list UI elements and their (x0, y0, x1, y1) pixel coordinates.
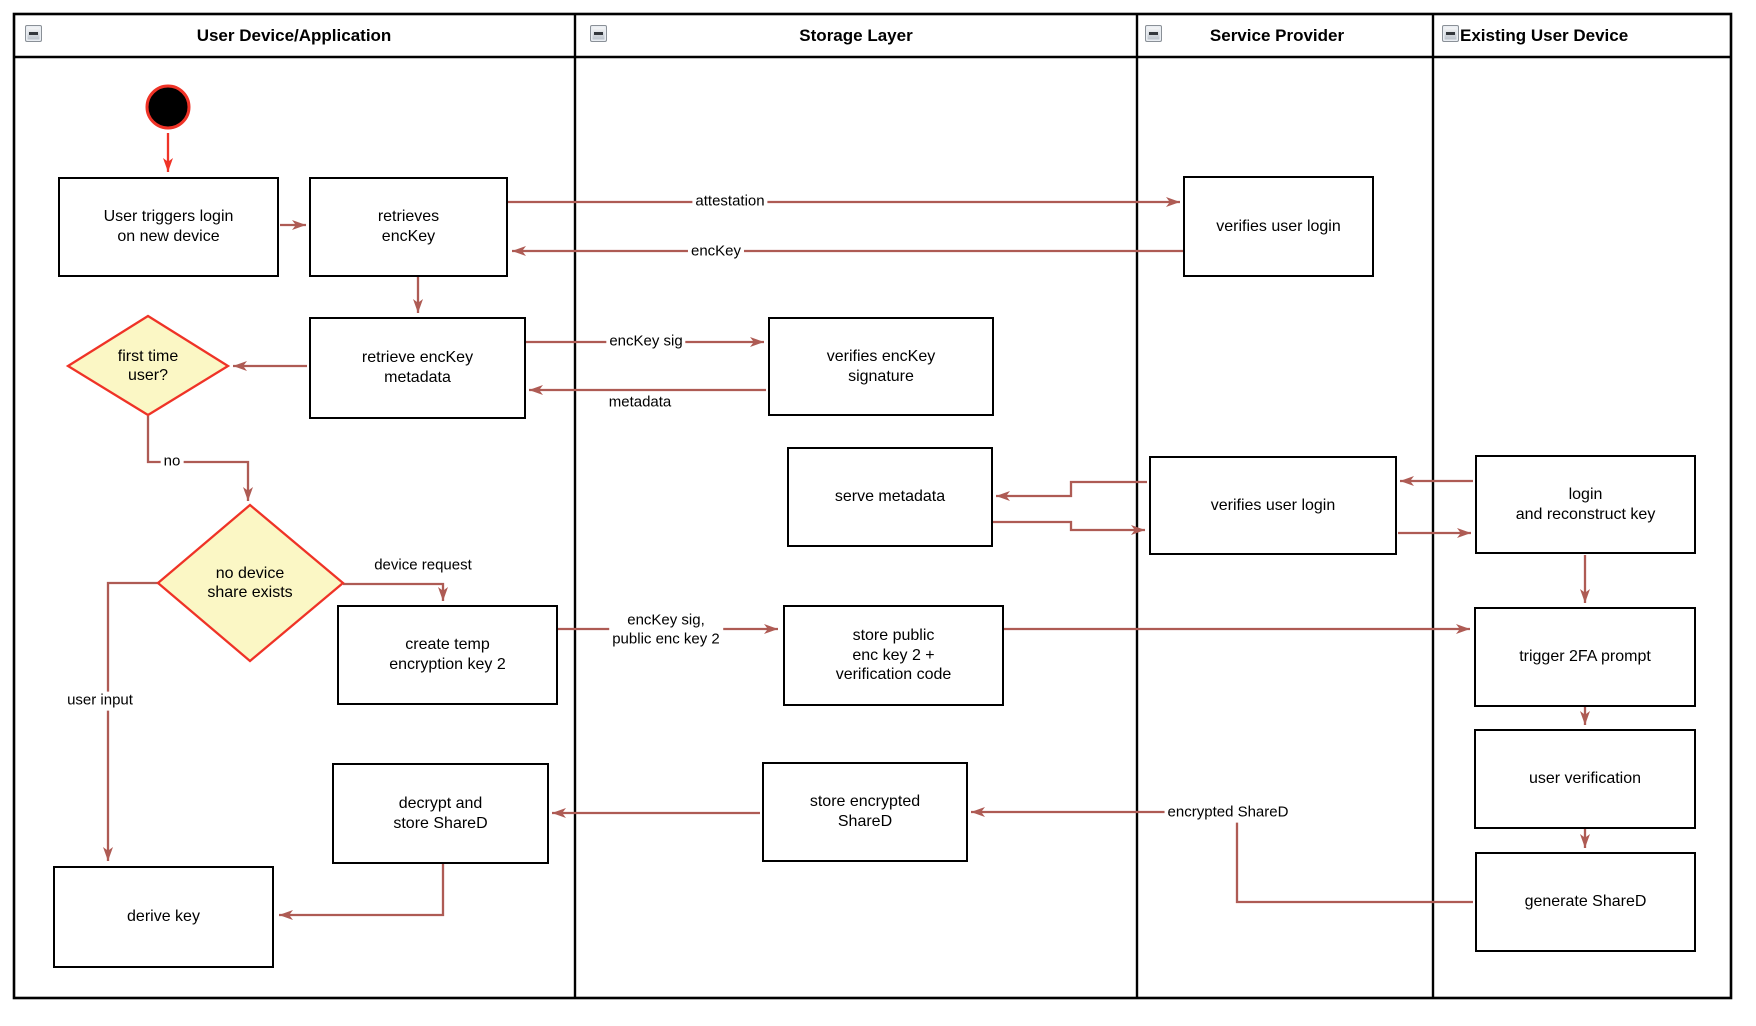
node-retrieves-enckey[interactable]: retrieves encKey (309, 177, 508, 277)
node-retrieve-enckey-metadata[interactable]: retrieve encKey metadata (309, 317, 526, 419)
node-verifies-user-login-mid[interactable]: verifies user login (1149, 456, 1397, 555)
collapse-icon[interactable] (25, 25, 42, 42)
edge-label-user-input: user input (64, 691, 136, 711)
collapse-icon[interactable] (1145, 25, 1162, 42)
decision-label-first-time-user: first time user? (117, 347, 179, 384)
lane-title-user-device: User Device/Application (196, 26, 392, 45)
edge-no-branch (146, 416, 253, 501)
edge-label-enckey: encKey (687, 242, 745, 262)
node-store-encrypted-shared[interactable]: store encrypted ShareD (762, 762, 968, 862)
minus-icon (1149, 32, 1158, 35)
node-store-public-enc-key[interactable]: store public enc key 2 + verification co… (783, 605, 1004, 706)
node-user-verification[interactable]: user verification (1474, 729, 1696, 829)
start-node[interactable] (145, 84, 191, 130)
edge-decrypt-to-derive (279, 864, 445, 920)
node-trigger-2fa-prompt[interactable]: trigger 2FA prompt (1474, 607, 1696, 707)
swimlane-frame (12, 12, 1733, 1000)
node-generate-shared[interactable]: generate ShareD (1475, 852, 1696, 952)
node-decrypt-and-store-shared[interactable]: decrypt and store ShareD (332, 763, 549, 864)
minus-icon (29, 32, 38, 35)
edge-encrypted-shared (971, 807, 1473, 904)
edge-label-attestation: attestation (692, 192, 768, 212)
lane-title-storage-layer: Storage Layer (799, 26, 913, 45)
lane-title-existing-device: Existing User Device (1460, 26, 1629, 45)
node-verifies-enckey-signature[interactable]: verifies encKey signature (768, 317, 994, 416)
decision-no-device-share[interactable] (156, 503, 345, 663)
decision-label-no-device-share: no device share exists (207, 564, 293, 601)
node-user-triggers-login[interactable]: User triggers login on new device (58, 177, 279, 277)
lane-title-service-provider: Service Provider (1209, 26, 1345, 45)
node-derive-key[interactable]: derive key (53, 866, 274, 968)
minus-icon (594, 32, 603, 35)
edge-label-enckey-sig: encKey sig (606, 332, 686, 352)
edge-user-input (103, 581, 158, 861)
edge-verifies-to-servemetadata (996, 480, 1147, 501)
edge-label-metadata: metadata (605, 393, 675, 413)
collapse-icon[interactable] (1442, 25, 1459, 42)
edge-device-request (343, 582, 448, 601)
edge-label-device-request: device request (371, 556, 475, 576)
edge-servemetadata-to-verifies (992, 520, 1145, 535)
minus-icon (1446, 32, 1455, 35)
node-serve-metadata[interactable]: serve metadata (787, 447, 993, 547)
edge-label-no: no (160, 452, 184, 472)
edge-label-enckey-sig-public: encKey sig, public enc key 2 (609, 611, 723, 649)
node-create-temp-encryption-key[interactable]: create temp encryption key 2 (337, 605, 558, 705)
decision-first-time-user[interactable] (65, 314, 231, 417)
edge-label-encrypted-shared: encrypted ShareD (1164, 803, 1292, 823)
node-verifies-user-login-top[interactable]: verifies user login (1183, 176, 1374, 277)
collapse-icon[interactable] (590, 25, 607, 42)
node-login-and-reconstruct-key[interactable]: login and reconstruct key (1475, 455, 1696, 554)
